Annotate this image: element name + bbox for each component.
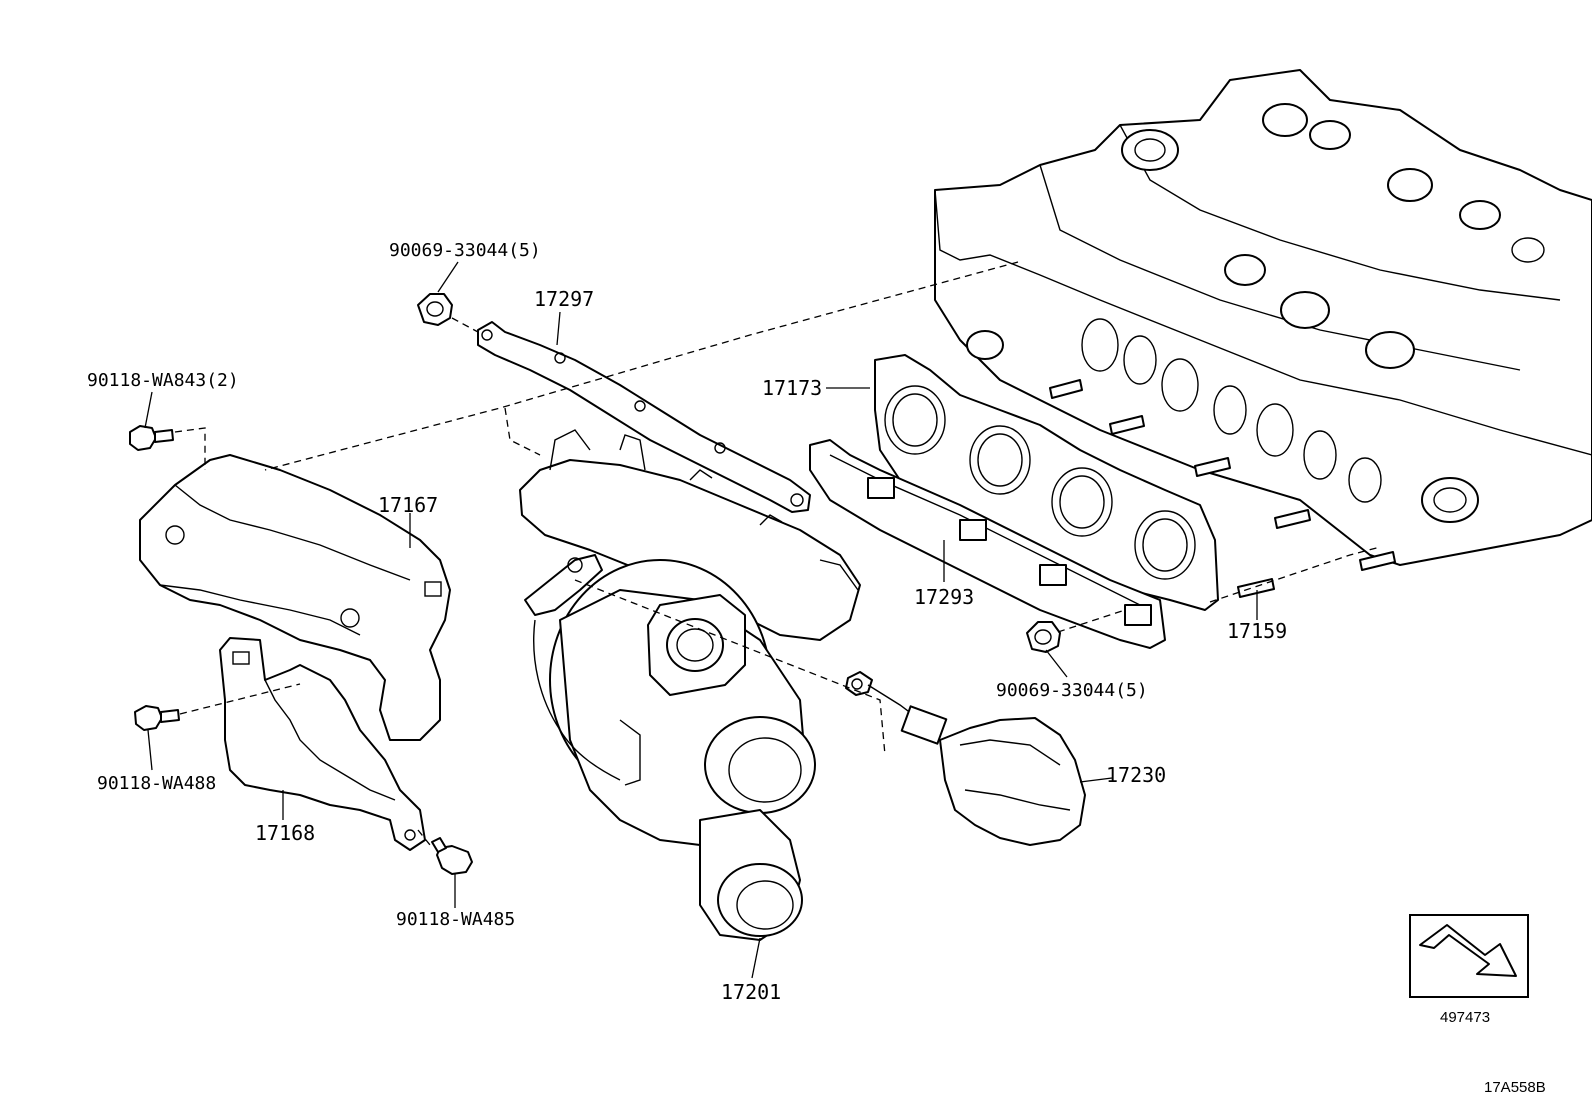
figure-code: 17A558B bbox=[1484, 1079, 1546, 1096]
view-direction-arrow-icon bbox=[1419, 924, 1517, 977]
leader-lines bbox=[144, 261, 1258, 979]
flange-nut-top bbox=[417, 293, 453, 326]
bolt-wa488 bbox=[134, 705, 180, 731]
heat-shield-bracket bbox=[477, 321, 811, 513]
view-indicator-code: 497473 bbox=[1440, 1009, 1490, 1026]
wastegate-actuator bbox=[845, 671, 1086, 846]
bolt-wa843 bbox=[129, 425, 174, 451]
view-direction-indicator: 497473 bbox=[1409, 914, 1529, 1026]
label-17159: 17159 bbox=[1227, 619, 1287, 643]
bolt-wa485 bbox=[431, 837, 473, 875]
label-17167: 17167 bbox=[378, 493, 438, 517]
label-90069-33044-bottom: 90069-33044(5) bbox=[996, 680, 1148, 701]
label-17168: 17168 bbox=[255, 821, 315, 845]
manifold-heat-insulator-lower bbox=[219, 637, 426, 851]
cylinder-head bbox=[934, 69, 1592, 598]
label-90118-wa485: 90118-WA485 bbox=[396, 909, 515, 930]
view-indicator-frame bbox=[1409, 914, 1529, 998]
label-17293: 17293 bbox=[914, 585, 974, 609]
manifold-heat-insulator-upper bbox=[139, 454, 451, 741]
label-90118-wa843: 90118-WA843(2) bbox=[87, 370, 239, 391]
manifold-spacer-plate bbox=[809, 439, 1166, 649]
label-17173: 17173 bbox=[762, 376, 822, 400]
assembly-dashed-lines bbox=[174, 261, 1381, 846]
label-90118-wa488: 90118-WA488 bbox=[97, 773, 216, 794]
label-17297: 17297 bbox=[534, 287, 594, 311]
label-17201: 17201 bbox=[721, 980, 781, 1004]
exhaust-manifold-studs bbox=[1049, 379, 1396, 598]
label-17230: 17230 bbox=[1106, 763, 1166, 787]
turbocharger-manifold-assembly bbox=[519, 429, 861, 941]
label-90069-33044-top: 90069-33044(5) bbox=[389, 240, 541, 261]
flange-nut-bottom bbox=[1026, 621, 1061, 653]
exhaust-manifold-gasket bbox=[874, 354, 1219, 611]
